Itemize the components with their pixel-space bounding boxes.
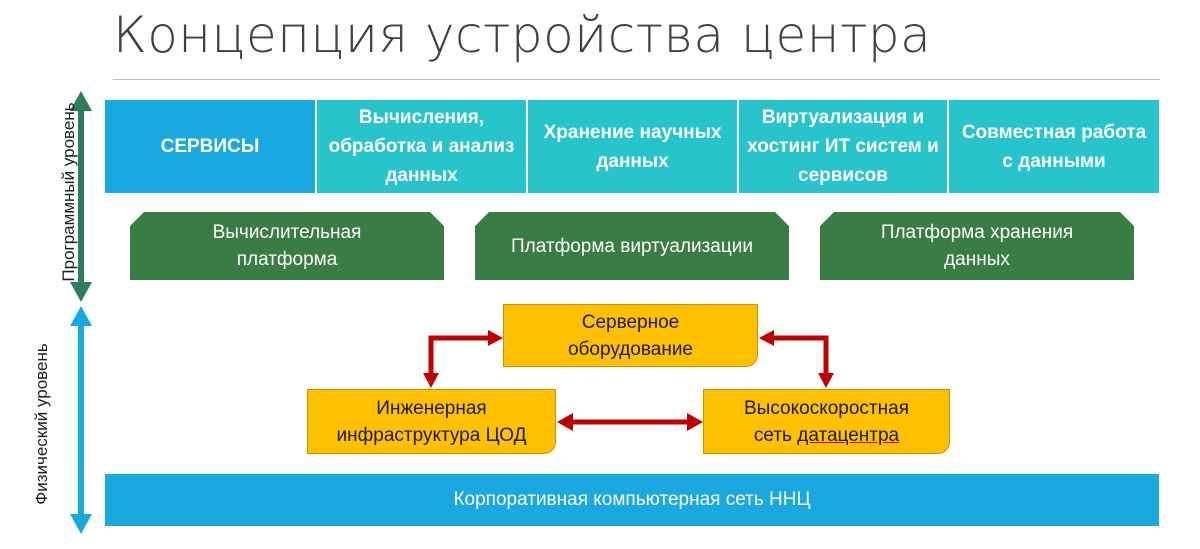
server-to-engineering-arrow [428,335,496,373]
datacenter-network-line2: сеть датацентра [754,422,899,449]
physical-level-arrow [70,306,92,534]
arrowhead-network-up [818,373,834,388]
corporate-network-label: Корпоративная компьютерная сеть ННЦ [453,489,811,510]
server-to-network-arrow [766,335,829,373]
datacenter-network-block: Высокоскоростная сеть датацентра [703,389,950,454]
arrowhead-server-right [759,330,774,346]
corporate-network-bar: Корпоративная компьютерная сеть ННЦ [105,474,1159,526]
arrowhead-engineering-up [423,373,439,388]
software-level-label: Программный уровень [59,102,78,282]
page-title: Концепция устройства центра [113,6,932,64]
service-virtualization: Виртуализация и хостинг ИТ систем и серв… [739,100,947,193]
service-storage: Хранение научных данных [528,100,737,193]
title-divider [113,79,1160,80]
datacenter-network-line1: Высокоскоростная [744,397,909,419]
server-hardware-label: Серверное оборудование [567,311,693,360]
service-computing: Вычисления, обработка и анализ данных [317,100,526,193]
platform-computing: Вычислительная платформа [130,212,444,280]
server-hardware-block: Серверное оборудование [503,304,758,367]
engineering-network-arrow [557,413,703,431]
physical-level-label: Физический уровень [32,343,51,505]
datacenter-network-line2-a: сеть [753,424,798,446]
datacenter-network-line2-b: датацентра [797,424,900,446]
engineering-infrastructure-block: Инженерная инфраструктура ЦОД [307,389,556,454]
service-services: СЕРВИСЫ [105,100,315,193]
platform-storage: Платформа хранения данных [820,212,1134,280]
service-collaboration: Совместная работа с данными [949,100,1159,193]
arrowhead-server-left [488,330,503,346]
platform-virtualization-label: Платформа виртуализации [511,235,753,257]
engineering-infrastructure-label: Инженерная инфраструктура ЦОД [336,397,527,446]
platform-virtualization: Платформа виртуализации [475,212,789,280]
software-level-arrow [70,91,92,302]
platform-storage-label: Платформа хранения данных [880,222,1074,270]
platform-computing-label: Вычислительная платформа [212,222,362,270]
